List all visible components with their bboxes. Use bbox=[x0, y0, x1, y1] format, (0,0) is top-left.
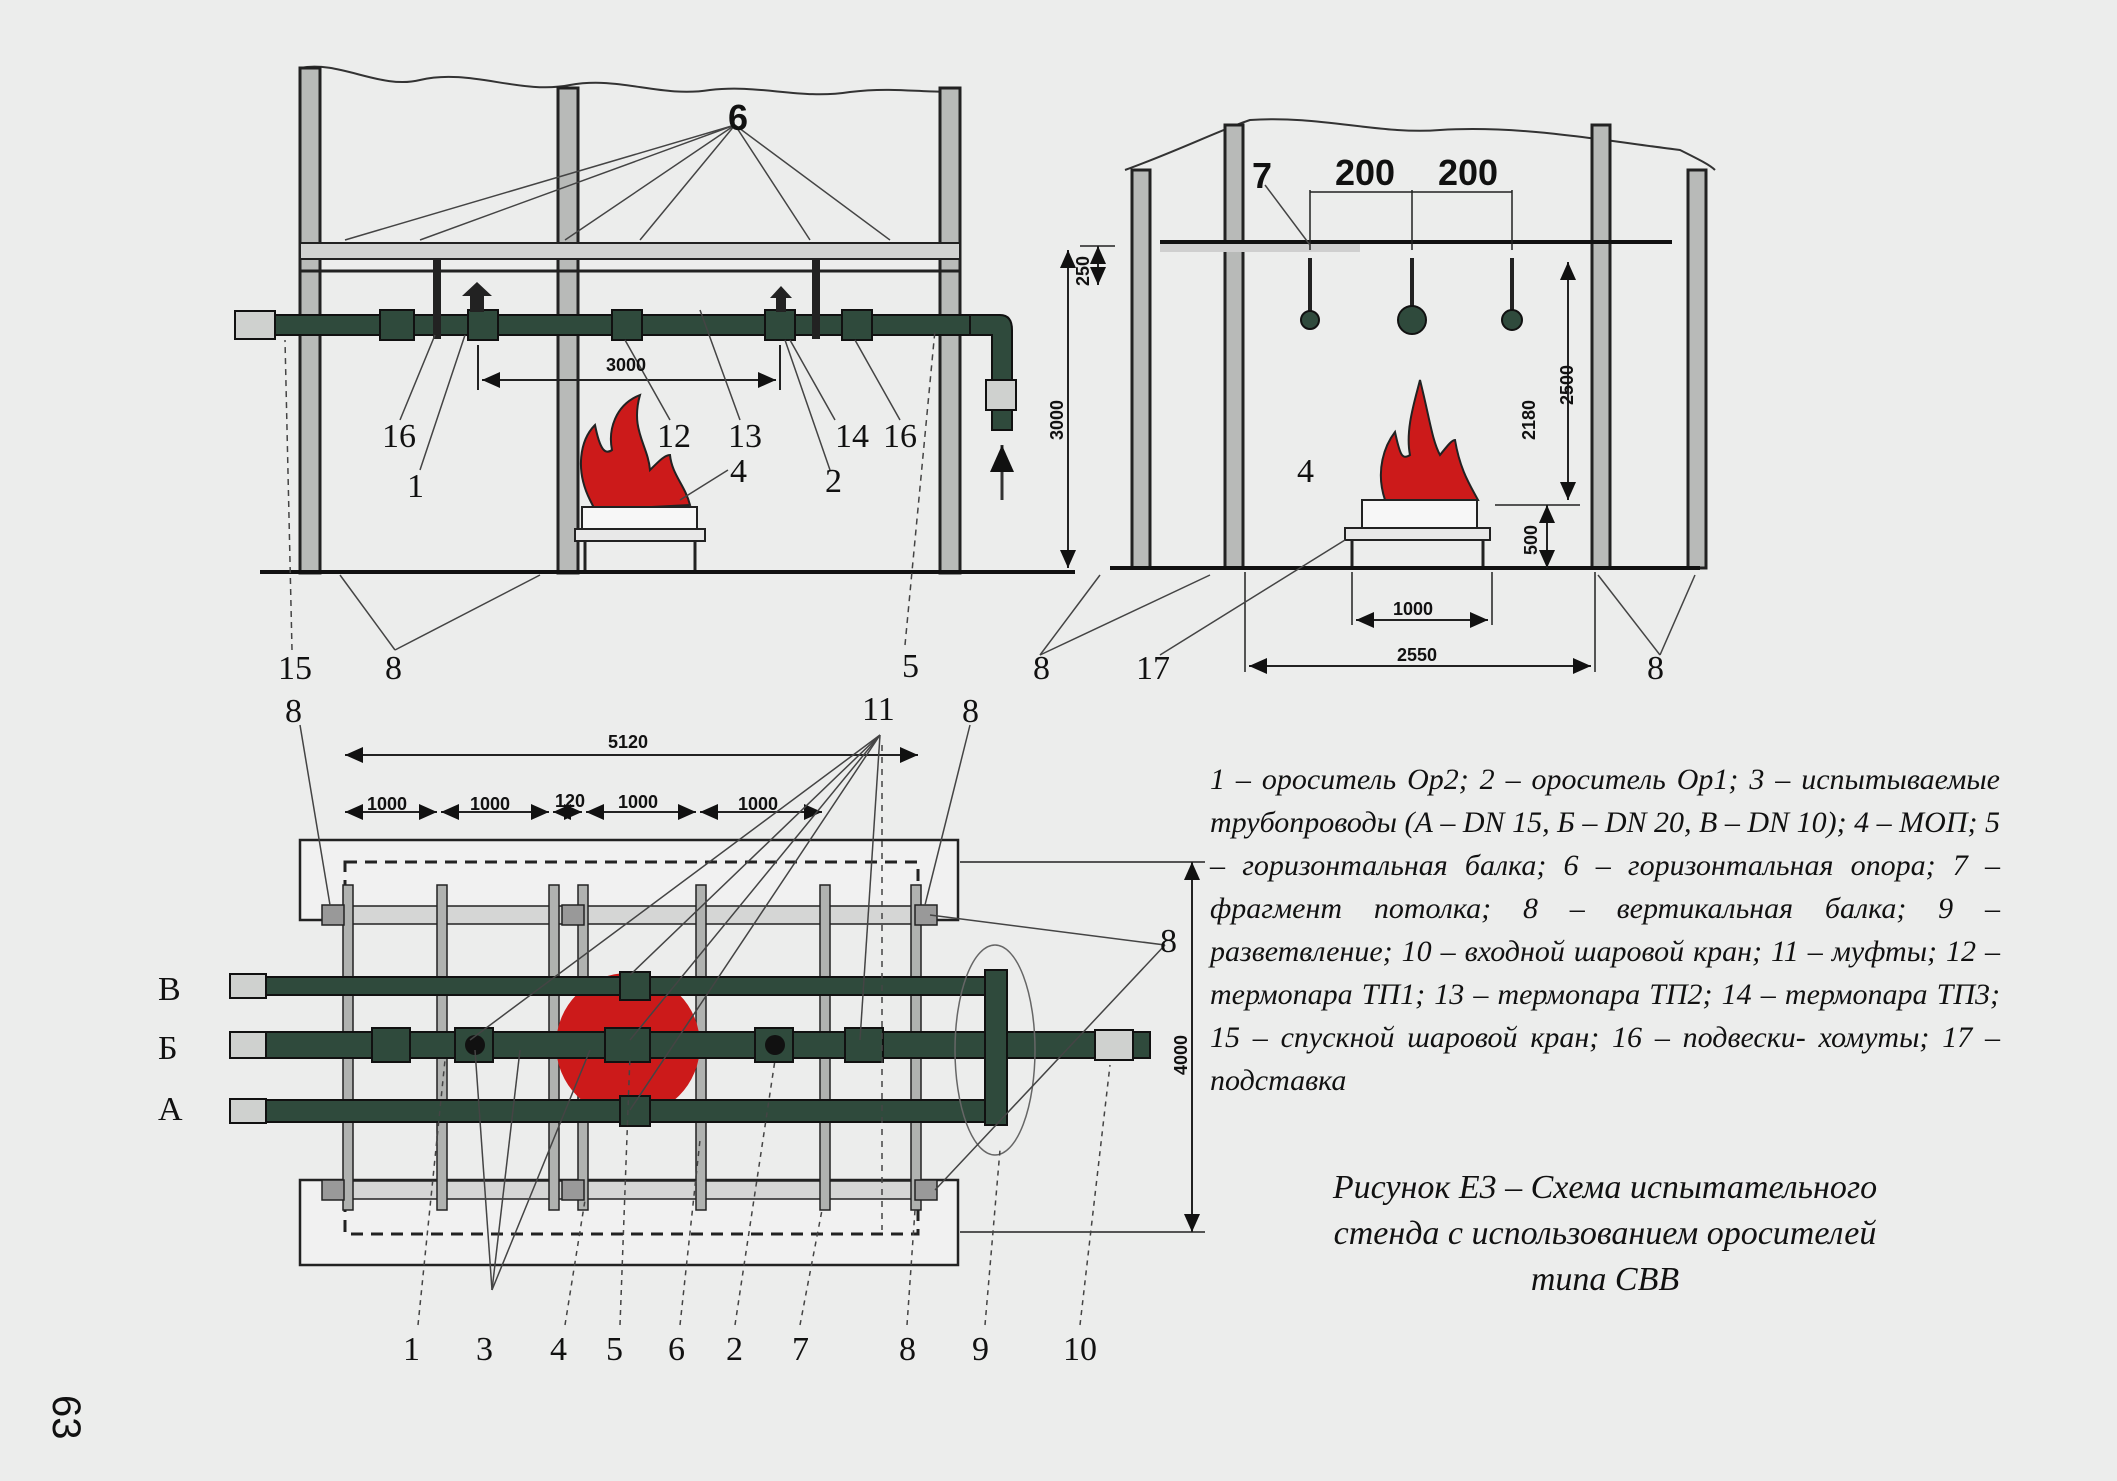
dim-3000-height: 3000 bbox=[1047, 399, 1067, 440]
dim-250: 250 bbox=[1073, 255, 1093, 286]
callout-15: 15 bbox=[278, 650, 312, 687]
dim-4000: 4000 bbox=[1171, 1034, 1191, 1075]
callout-8-plan-right: 8 bbox=[962, 693, 979, 730]
vertical-beam bbox=[1590, 123, 1612, 570]
bottom-callout-7: 7 bbox=[792, 1331, 809, 1368]
bottom-callout-10: 10 bbox=[1063, 1331, 1097, 1368]
stand bbox=[1344, 527, 1491, 541]
tray bbox=[1361, 499, 1478, 529]
dim-1000-side: 1000 bbox=[1393, 599, 1434, 619]
pipe-label-a: А bbox=[158, 1091, 183, 1128]
sprinkler bbox=[462, 282, 492, 312]
caption-line-3: типа СВВ bbox=[1530, 1261, 1680, 1298]
plan-view bbox=[229, 724, 1205, 1326]
callout-14: 14 bbox=[835, 418, 869, 455]
callout-2: 2 bbox=[825, 463, 842, 500]
dim-2180: 2180 bbox=[1519, 399, 1539, 440]
dim-2500: 2500 bbox=[1557, 364, 1577, 405]
tray bbox=[581, 506, 698, 530]
break-line bbox=[299, 65, 961, 96]
bottom-callout-1: 1 bbox=[403, 1331, 420, 1368]
callout-5: 5 bbox=[902, 648, 919, 685]
pipe-label-v: В bbox=[158, 971, 181, 1008]
side-view bbox=[1039, 118, 1716, 674]
dim-seg-2: 1000 bbox=[470, 794, 511, 814]
callout-4-side: 4 bbox=[1297, 453, 1314, 490]
dim-seg-1: 1000 bbox=[367, 794, 408, 814]
sprinkler bbox=[770, 286, 792, 312]
dim-200-b: 200 bbox=[1438, 152, 1499, 193]
dim-seg-4: 1000 bbox=[618, 792, 659, 812]
callout-12: 12 bbox=[657, 418, 691, 455]
bottom-callout-6: 6 bbox=[668, 1331, 685, 1368]
bottom-callout-9: 9 bbox=[972, 1331, 989, 1368]
callout-8-plan-left: 8 bbox=[285, 693, 302, 730]
dim-5120: 5120 bbox=[608, 732, 649, 752]
caption-line-1: Рисунок Е3 – Схема испытательного bbox=[1332, 1169, 1878, 1206]
sprinkler bbox=[1501, 309, 1523, 331]
legend-text: 1 – ороситель Ор2; 2 – ороситель Ор1; 3 … bbox=[1210, 763, 2000, 1097]
stand bbox=[574, 528, 706, 542]
callout-6: 6 bbox=[728, 97, 749, 138]
callout-4: 4 bbox=[730, 453, 747, 490]
callout-13: 13 bbox=[728, 418, 762, 455]
dim-500: 500 bbox=[1521, 524, 1541, 555]
break-line bbox=[1124, 118, 1716, 171]
sprinkler bbox=[1397, 305, 1427, 335]
pipe-label-b: Б bbox=[158, 1030, 178, 1067]
callout-7: 7 bbox=[1252, 155, 1273, 196]
fire bbox=[1379, 379, 1480, 501]
bottom-callout-5: 5 bbox=[606, 1331, 623, 1368]
figure-caption: Рисунок Е3 – Схема испытательного стенда… bbox=[1210, 1165, 2000, 1303]
callout-8-side-right: 8 bbox=[1647, 650, 1664, 687]
vertical-beam bbox=[1130, 168, 1152, 570]
horizontal-support bbox=[299, 242, 961, 260]
callout-8-side-left: 8 bbox=[1033, 650, 1050, 687]
callout-16b: 16 bbox=[883, 418, 917, 455]
callout-16: 16 bbox=[382, 418, 416, 455]
callout-17: 17 bbox=[1136, 650, 1170, 687]
callout-11: 11 bbox=[862, 691, 895, 728]
caption-line-2: стенда с использованием оросителей bbox=[1333, 1215, 1877, 1252]
front-view bbox=[234, 65, 1076, 651]
bottom-callout-4: 4 bbox=[550, 1331, 567, 1368]
bottom-callout-2: 2 bbox=[726, 1331, 743, 1368]
dim-seg-3: 120 bbox=[555, 791, 586, 811]
vertical-beam bbox=[1223, 123, 1245, 570]
dim-2550: 2550 bbox=[1397, 645, 1438, 665]
bottom-callout-3: 3 bbox=[476, 1331, 493, 1368]
sprinkler bbox=[1300, 310, 1320, 330]
callout-1: 1 bbox=[407, 468, 424, 505]
vertical-beam bbox=[1686, 168, 1708, 570]
callout-8-plan-side: 8 bbox=[1160, 923, 1177, 960]
callout-8: 8 bbox=[385, 650, 402, 687]
dim-seg-5: 1000 bbox=[738, 794, 779, 814]
bottom-callout-8: 8 bbox=[899, 1331, 916, 1368]
dim-3000-span: 3000 bbox=[606, 355, 647, 375]
fire bbox=[579, 393, 692, 512]
legend: 1 – ороситель Ор2; 2 – ороситель Ор1; 3 … bbox=[1210, 758, 2000, 1102]
page-number: 63 bbox=[44, 1395, 88, 1440]
dim-200-a: 200 bbox=[1335, 152, 1396, 193]
